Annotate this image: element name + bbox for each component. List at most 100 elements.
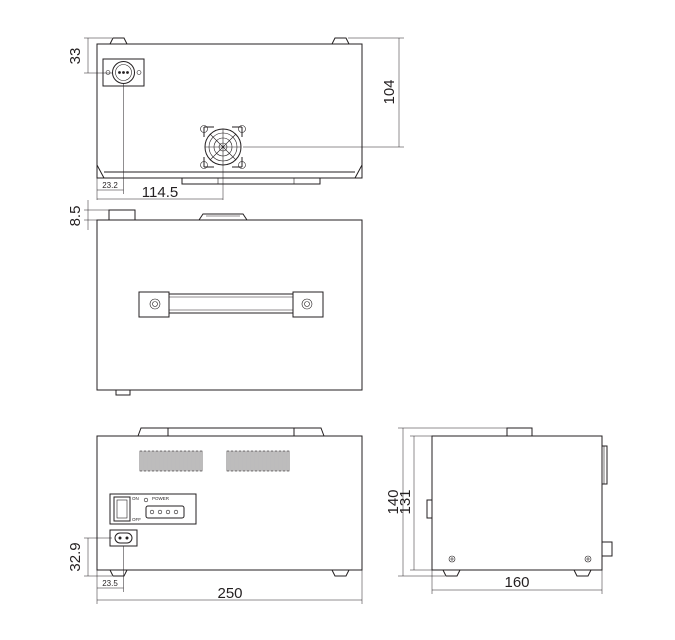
vent-slot xyxy=(179,450,183,472)
handle-screw-left-inner xyxy=(152,301,158,307)
vent-slot xyxy=(246,450,250,472)
front-fan-stub xyxy=(198,213,248,221)
vent-slot xyxy=(282,450,286,472)
outlet-hole xyxy=(157,509,163,515)
switch-off-label: OFF xyxy=(132,517,141,522)
control-panel xyxy=(109,493,197,525)
handle-screw-right-inner xyxy=(304,301,310,307)
ac-inlet-pin xyxy=(118,536,122,540)
vent-slot xyxy=(258,450,262,472)
side-screw-left xyxy=(448,555,456,563)
dim-33-label: 33 xyxy=(67,48,84,65)
power-switch[interactable] xyxy=(113,496,131,522)
vent-slot xyxy=(254,450,258,472)
vent-slot xyxy=(266,450,270,472)
rear-view-body xyxy=(96,435,363,571)
vent-slots-right xyxy=(226,450,290,472)
power-label: POWER xyxy=(152,496,170,501)
ac-inlet-socket xyxy=(114,532,133,544)
vent-slots-left xyxy=(139,450,203,472)
vent-slot xyxy=(226,450,230,472)
top-view-body xyxy=(96,43,363,179)
outlet-strip xyxy=(145,505,185,519)
top-view: 33 104 23.2 114.5 xyxy=(67,37,404,201)
dim-23-2-label: 23.2 xyxy=(102,181,118,190)
outlet-hole xyxy=(173,509,179,515)
connector-pin xyxy=(126,71,129,74)
vent-slot xyxy=(234,450,238,472)
vent-slot xyxy=(278,450,282,472)
vent-slot xyxy=(159,450,163,472)
vent-slot xyxy=(250,450,254,472)
vent-slot xyxy=(274,450,278,472)
dim-114-5-label: 114.5 xyxy=(142,184,178,201)
outlet-hole xyxy=(165,509,171,515)
dim-23-5-label: 23.5 xyxy=(102,579,118,588)
top-view-handle xyxy=(181,178,321,185)
handle-grip xyxy=(168,293,294,314)
rear-foot-left xyxy=(109,569,128,577)
top-view-foot-left xyxy=(109,37,128,45)
side-switch-protrusion xyxy=(426,499,433,519)
vent-slot xyxy=(191,450,195,472)
front-foot xyxy=(115,390,131,396)
dim-104-label: 104 xyxy=(381,79,398,104)
connector-pin xyxy=(122,71,125,74)
side-rear-protrusion xyxy=(601,541,613,557)
vent-slot xyxy=(199,450,203,472)
vent-slot xyxy=(139,450,143,472)
vent-slot xyxy=(230,450,234,472)
dim-8-5-label: 8.5 xyxy=(67,206,84,227)
connector-screw-left xyxy=(105,70,111,75)
connector-pin xyxy=(118,71,121,74)
dim-160-label: 160 xyxy=(504,574,529,591)
dim-131-label: 131 xyxy=(397,489,414,514)
connector-outer-ring xyxy=(112,61,135,84)
vent-slot xyxy=(171,450,175,472)
vent-slot xyxy=(151,450,155,472)
side-handle xyxy=(506,427,533,436)
front-view: 8.5 xyxy=(67,200,363,396)
side-foot-right xyxy=(573,569,592,577)
top-view-bevel xyxy=(96,164,363,179)
side-front-protrusion xyxy=(602,445,608,485)
vent-slot xyxy=(147,450,151,472)
front-view-body xyxy=(96,219,363,391)
handle-screw-left xyxy=(149,298,161,310)
vent-slot xyxy=(242,450,246,472)
rear-handle-right xyxy=(293,427,325,437)
outlet-hole xyxy=(149,509,155,515)
vent-slot xyxy=(286,450,290,472)
power-led-icon xyxy=(143,497,149,503)
vent-slot xyxy=(195,450,199,472)
dim-32-9-label: 32.9 xyxy=(67,542,84,571)
vent-slot xyxy=(155,450,159,472)
fan-icon xyxy=(200,125,246,169)
side-view-body xyxy=(431,435,603,571)
connector-screw-right xyxy=(136,70,142,75)
dim-140-label: 140 xyxy=(385,489,402,514)
vent-slot xyxy=(262,450,266,472)
side-screw-cross xyxy=(450,557,590,561)
connector-inner-ring xyxy=(115,64,132,81)
top-view-foot-right xyxy=(331,37,350,45)
handle-screw-right xyxy=(301,298,313,310)
power-switch-rocker[interactable] xyxy=(116,499,128,519)
switch-on-label: ON xyxy=(132,496,139,501)
vent-slot xyxy=(143,450,147,472)
dim-250-label: 250 xyxy=(217,585,242,602)
side-foot-left xyxy=(442,569,461,577)
rear-foot-right xyxy=(331,569,350,577)
vent-slot xyxy=(163,450,167,472)
vent-slot xyxy=(238,450,242,472)
rear-handle-left xyxy=(137,427,169,437)
rear-view: ON OFF POWER 32.9 23.5 250 xyxy=(67,427,363,604)
front-connector-stub xyxy=(108,209,136,221)
side-view: 140 131 160 xyxy=(385,427,613,594)
side-screw-right xyxy=(584,555,592,563)
vent-slot xyxy=(167,450,171,472)
vent-slot xyxy=(175,450,179,472)
vent-slot xyxy=(270,450,274,472)
ac-inlet-pin xyxy=(125,536,129,540)
